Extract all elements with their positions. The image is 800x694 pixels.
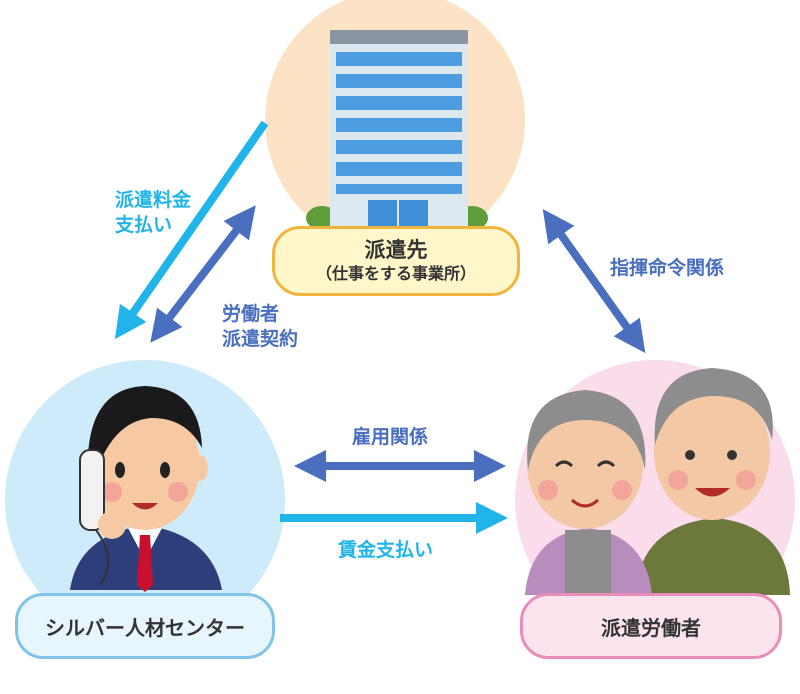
center-label-box: シルバー人材センター — [15, 593, 275, 659]
wage-payment-label: 賃金支払い — [338, 539, 434, 561]
dispatch-contract-arrow — [150, 205, 256, 343]
center-title: シルバー人材センター — [45, 615, 245, 640]
office-building-icon — [300, 30, 496, 236]
dispatch-contract-label: 労働者 派遣契約 — [222, 303, 299, 350]
man-on-phone-icon — [70, 386, 222, 592]
command-relation-arrow — [542, 208, 646, 354]
worker-label-box: 派遣労働者 — [520, 593, 782, 659]
employment-relation-label: 雇用関係 — [352, 426, 429, 448]
client-label-box: 派遣先 （仕事をする事業所） — [272, 226, 520, 296]
client-title: 派遣先 — [364, 238, 428, 262]
fee-payment-label: 派遣料金 支払い — [115, 189, 192, 236]
worker-title: 派遣労働者 — [601, 615, 701, 640]
client-subtitle: （仕事をする事業所） — [315, 264, 476, 283]
command-relation-label: 指揮命令関係 — [610, 257, 725, 279]
elderly-couple-icon — [525, 368, 790, 595]
